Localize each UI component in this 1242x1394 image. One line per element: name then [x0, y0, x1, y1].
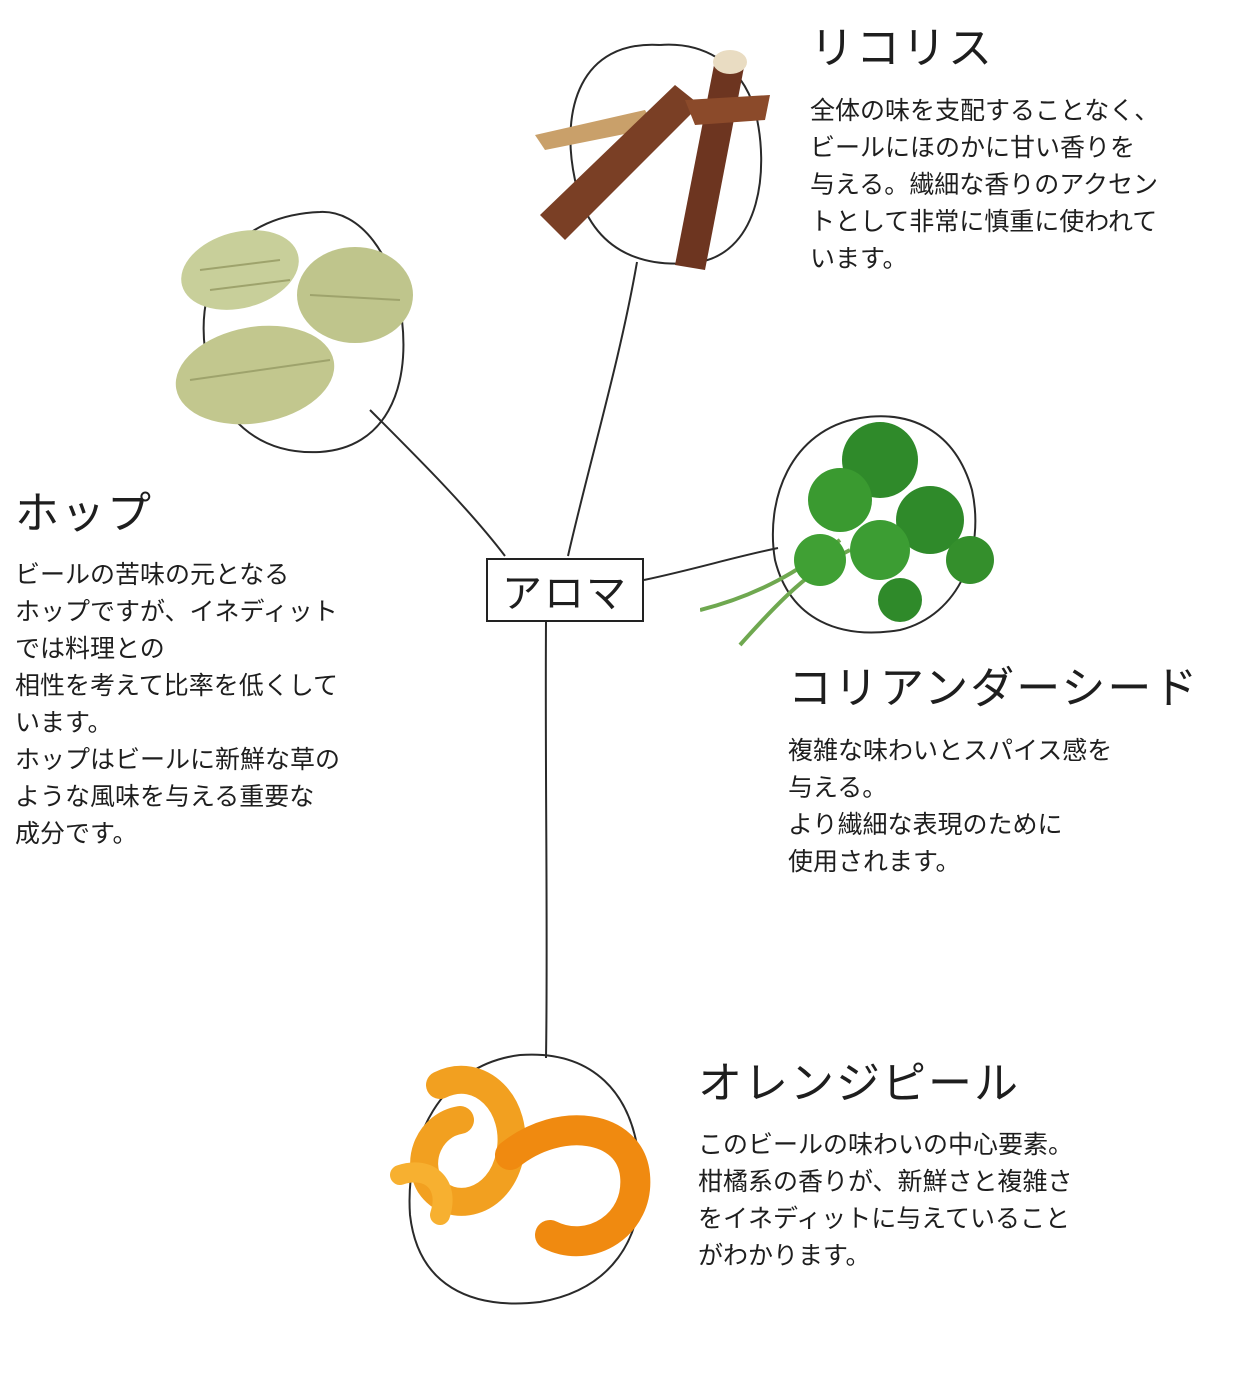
- hop-line: 相性を考えて比率を低くして: [15, 667, 340, 704]
- hop-line: ホップはビールに新鮮な草の: [15, 741, 340, 778]
- orange-line: がわかります。: [698, 1237, 1073, 1274]
- orange-title: オレンジピール: [698, 1060, 1020, 1108]
- coriander-line: 使用されます。: [788, 843, 1112, 880]
- coriander-line: より繊細な表現のために: [788, 806, 1112, 843]
- orange-line: このビールの味わいの中心要素。: [698, 1126, 1073, 1163]
- coriander-description: 複雑な味わいとスパイス感を 与える。 より繊細な表現のために 使用されます。: [788, 732, 1112, 880]
- licorice-title: リコリス: [810, 25, 994, 73]
- hop-line: 成分です。: [15, 815, 340, 852]
- hop-title: ホップ: [15, 490, 153, 538]
- coriander-line: 与える。: [788, 769, 1112, 806]
- licorice-description: 全体の味を支配することなく、 ビールにほのかに甘い香りを 与える。繊細な香りのア…: [810, 92, 1159, 277]
- line-orange: [546, 622, 547, 1058]
- coriander-title: コリアンダーシード: [788, 665, 1199, 713]
- hop-description: ビールの苦味の元となる ホップですが、イネディット では料理との 相性を考えて比…: [15, 556, 340, 852]
- hop-line: ホップですが、イネディット: [15, 593, 340, 630]
- hop-line: では料理との: [15, 630, 340, 667]
- coriander-image: [700, 410, 1000, 650]
- licorice-line: トとして非常に慎重に使われて: [810, 203, 1159, 240]
- orange-line: 柑橘系の香りが、新鮮さと複雑さ: [698, 1163, 1073, 1200]
- hop-line: ビールの苦味の元となる: [15, 556, 340, 593]
- hop-line: ような風味を与える重要な: [15, 778, 340, 815]
- licorice-image: [525, 40, 775, 280]
- orange-line: をイネディットに与えていること: [698, 1200, 1073, 1237]
- orange-description: このビールの味わいの中心要素。 柑橘系の香りが、新鮮さと複雑さ をイネディットに…: [698, 1126, 1073, 1274]
- line-licorice: [568, 262, 637, 556]
- licorice-line: ビールにほのかに甘い香りを: [810, 129, 1159, 166]
- licorice-line: 全体の味を支配することなく、: [810, 92, 1159, 129]
- licorice-line: います。: [810, 240, 1159, 277]
- licorice-line: 与える。繊細な香りのアクセン: [810, 166, 1159, 203]
- orange-peel-image: [390, 1065, 660, 1265]
- hop-image: [170, 220, 430, 435]
- hop-line: います。: [15, 704, 340, 741]
- coriander-line: 複雑な味わいとスパイス感を: [788, 732, 1112, 769]
- center-aroma-box: アロマ: [486, 558, 644, 622]
